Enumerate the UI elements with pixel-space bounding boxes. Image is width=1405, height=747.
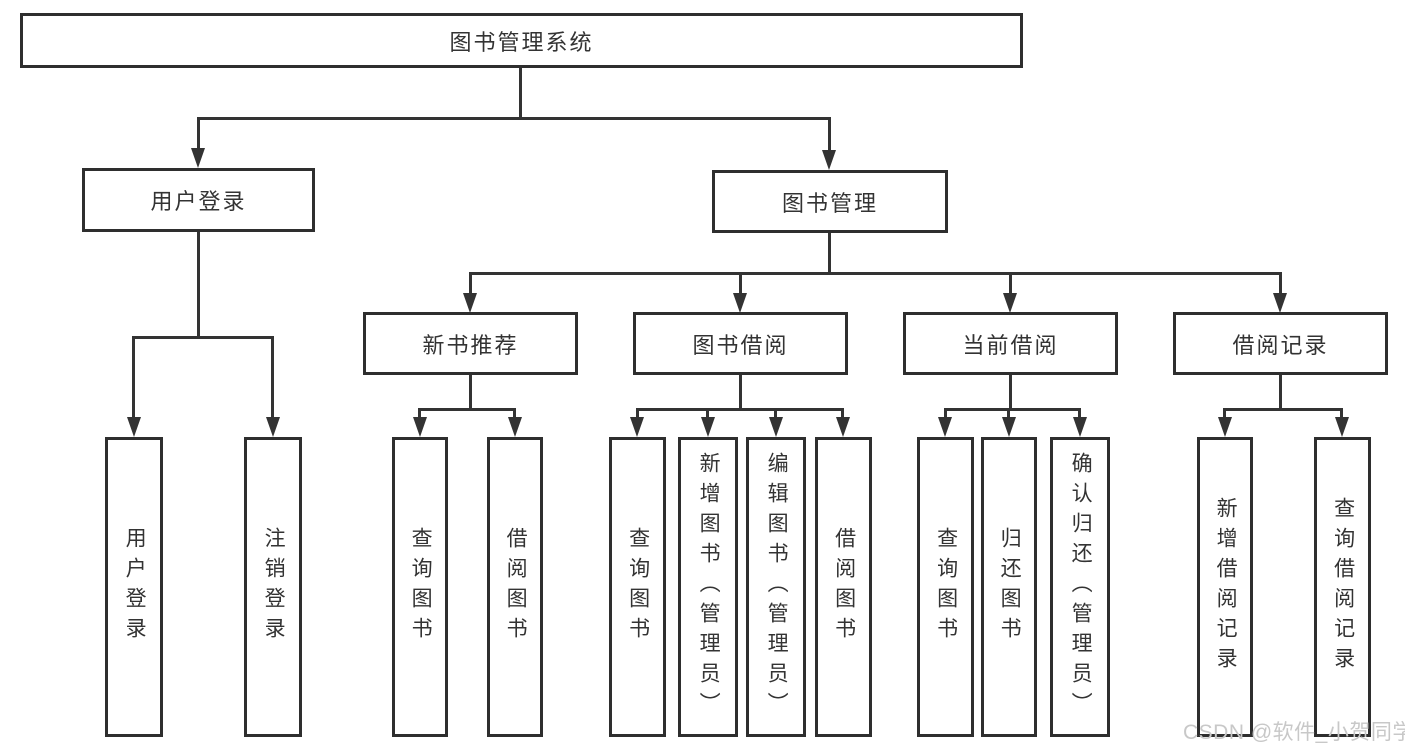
leaf-query-books-current: 查询图书 bbox=[917, 437, 974, 737]
leaf-add-books-admin-label: 新增图书（管理员） bbox=[697, 452, 721, 722]
connector-section-stem bbox=[1279, 272, 1282, 293]
node-user-login: 用户登录 bbox=[82, 168, 315, 232]
node-borrow-record: 借阅记录 bbox=[1173, 312, 1388, 375]
connector-leaf-stem bbox=[1223, 408, 1226, 418]
connector-borrowrecord-span bbox=[1223, 408, 1343, 411]
connector-bookborrow-span bbox=[636, 408, 844, 411]
connector-user-login-down bbox=[197, 232, 200, 336]
connector-leaf-stem bbox=[944, 408, 947, 418]
leaf-borrow-books-recommend-label: 借阅图书 bbox=[504, 527, 528, 647]
arrow-down-icon bbox=[1273, 293, 1287, 313]
connector-leaf-stem bbox=[513, 408, 516, 418]
node-new-book-recommend-label: 新书推荐 bbox=[422, 332, 519, 358]
connector-section-stem bbox=[739, 272, 742, 293]
arrow-down-icon bbox=[413, 417, 427, 437]
leaf-confirm-return-admin-label: 确认归还（管理员） bbox=[1069, 452, 1093, 722]
leaf-return-books: 归还图书 bbox=[981, 437, 1037, 737]
leaf-add-books-admin: 新增图书（管理员） bbox=[678, 437, 738, 737]
connector-newbook-down bbox=[469, 375, 472, 408]
connector-bookborrow-down bbox=[739, 375, 742, 408]
arrow-down-icon bbox=[127, 417, 141, 437]
connector-section-stem bbox=[469, 272, 472, 293]
leaf-query-books-recommend: 查询图书 bbox=[392, 437, 448, 737]
arrow-down-icon bbox=[938, 417, 952, 437]
node-book-borrow-label: 图书借阅 bbox=[692, 332, 789, 358]
leaf-edit-books-admin: 编辑图书（管理员） bbox=[746, 437, 806, 737]
node-current-borrow: 当前借阅 bbox=[903, 312, 1118, 375]
connector-currentborrow-span bbox=[944, 408, 1081, 411]
connector-leaf-stem bbox=[1007, 408, 1010, 418]
arrow-down-icon bbox=[822, 150, 836, 170]
connector-leaf-stem bbox=[774, 408, 777, 418]
arrow-down-icon bbox=[266, 417, 280, 437]
connector-section-stem bbox=[1009, 272, 1012, 293]
leaf-borrow-books: 借阅图书 bbox=[815, 437, 872, 737]
connector-leaf-stem bbox=[132, 336, 135, 417]
connector-leaf-stem bbox=[271, 336, 274, 417]
leaf-query-books-borrow: 查询图书 bbox=[609, 437, 666, 737]
arrow-down-icon bbox=[1335, 417, 1349, 437]
node-root: 图书管理系统 bbox=[20, 13, 1023, 68]
connector-book-mgmt-stem bbox=[828, 117, 831, 150]
connector-leaf-stem bbox=[418, 408, 421, 418]
leaf-query-books-recommend-label: 查询图书 bbox=[409, 527, 433, 647]
connector-borrowrecord-down bbox=[1279, 375, 1282, 408]
arrow-down-icon bbox=[701, 417, 715, 437]
leaf-edit-books-admin-label: 编辑图书（管理员） bbox=[765, 452, 789, 722]
csdn-watermark: CSDN @软件_小贺同学 bbox=[1183, 721, 1405, 744]
connector-leaf-stem bbox=[1078, 408, 1081, 418]
node-book-borrow: 图书借阅 bbox=[633, 312, 848, 375]
connector-leaf-stem bbox=[636, 408, 639, 418]
connector-leaf-stem bbox=[706, 408, 709, 418]
node-new-book-recommend: 新书推荐 bbox=[363, 312, 578, 375]
leaf-borrow-books-label: 借阅图书 bbox=[832, 527, 856, 647]
leaf-query-borrow-record: 查询借阅记录 bbox=[1314, 437, 1371, 737]
connector-user-login-stem bbox=[197, 117, 200, 148]
arrow-down-icon bbox=[630, 417, 644, 437]
arrow-down-icon bbox=[191, 148, 205, 168]
connector-leaf-stem bbox=[1340, 408, 1343, 418]
leaf-return-books-label: 归还图书 bbox=[998, 527, 1022, 647]
arrow-down-icon bbox=[463, 293, 477, 313]
node-user-login-label: 用户登录 bbox=[150, 189, 247, 214]
leaf-logout: 注销登录 bbox=[244, 437, 302, 737]
arrow-down-icon bbox=[733, 293, 747, 313]
leaf-query-books-borrow-label: 查询图书 bbox=[626, 527, 650, 647]
arrow-down-icon bbox=[836, 417, 850, 437]
connector-user-login-span bbox=[132, 336, 273, 339]
connector-currentborrow-down bbox=[1009, 375, 1012, 408]
leaf-query-books-current-label: 查询图书 bbox=[934, 527, 958, 647]
connector-book-mgmt-span bbox=[469, 272, 1280, 275]
arrow-down-icon bbox=[508, 417, 522, 437]
node-borrow-record-label: 借阅记录 bbox=[1232, 332, 1329, 358]
arrow-down-icon bbox=[1218, 417, 1232, 437]
connector-leaf-stem bbox=[841, 408, 844, 418]
leaf-query-borrow-record-label: 查询借阅记录 bbox=[1331, 497, 1355, 677]
leaf-user-login: 用户登录 bbox=[105, 437, 163, 737]
leaf-borrow-books-recommend: 借阅图书 bbox=[487, 437, 543, 737]
leaf-user-login-label: 用户登录 bbox=[123, 527, 147, 647]
arrow-down-icon bbox=[769, 417, 783, 437]
node-book-management-label: 图书管理 bbox=[781, 190, 878, 216]
node-current-borrow-label: 当前借阅 bbox=[962, 332, 1059, 358]
leaf-add-borrow-record-label: 新增借阅记录 bbox=[1214, 497, 1238, 677]
node-book-management: 图书管理 bbox=[712, 170, 948, 233]
leaf-confirm-return-admin: 确认归还（管理员） bbox=[1050, 437, 1110, 737]
connector-newbook-span bbox=[418, 408, 516, 411]
arrow-down-icon bbox=[1073, 417, 1087, 437]
leaf-add-borrow-record: 新增借阅记录 bbox=[1197, 437, 1253, 737]
arrow-down-icon bbox=[1002, 417, 1016, 437]
connector-root-stem bbox=[519, 68, 522, 117]
node-root-label: 图书管理系统 bbox=[449, 29, 594, 55]
connector-root-span bbox=[197, 117, 831, 120]
arrow-down-icon bbox=[1003, 293, 1017, 313]
connector-book-mgmt-down bbox=[828, 233, 831, 272]
leaf-logout-label: 注销登录 bbox=[262, 527, 286, 647]
